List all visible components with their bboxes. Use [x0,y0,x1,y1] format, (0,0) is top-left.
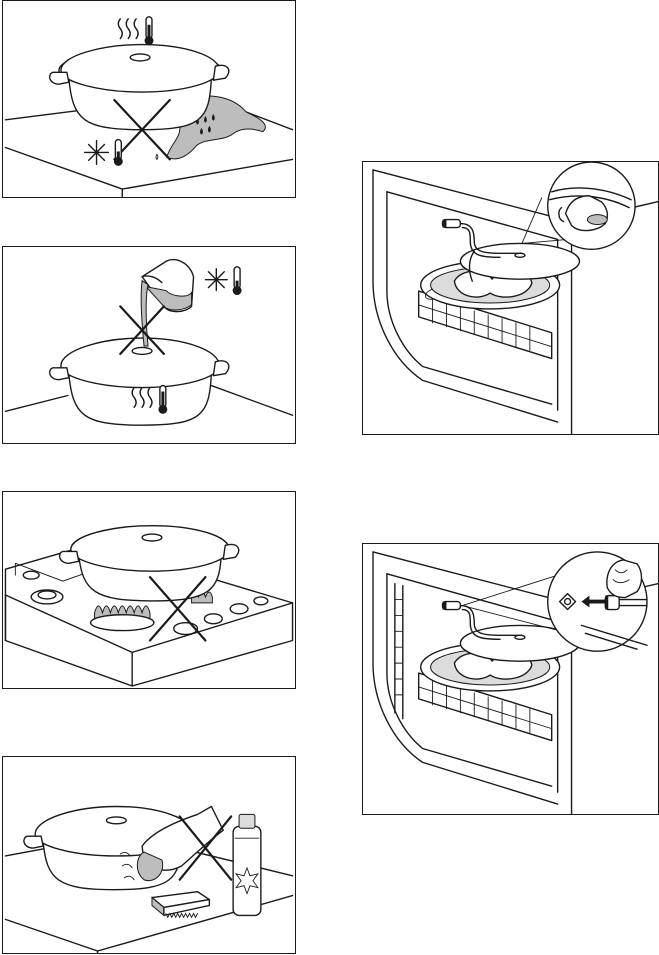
spray-can-icon [233,814,261,915]
thermometer-icon [145,17,154,45]
attach-meat-probe-drawing [363,162,658,434]
heat-waves-icon [118,19,138,39]
dish-on-gas-hob-drawing [3,492,295,688]
casserole-dish [50,45,229,130]
plug-probe-socket-drawing [363,544,658,814]
illustration-attach-meat-probe [362,161,659,435]
illustration-plug-probe-socket [362,543,659,815]
snowflake-icon [85,141,109,165]
thermometer-icon [158,386,167,414]
illustration-hot-dish-cold-surface [2,0,296,198]
snowflake-icon [205,269,227,291]
thermometer-icon [114,140,123,166]
shelf-runners [395,584,403,719]
magnifier-icon [522,162,635,249]
scouring-pad-icon [152,892,209,918]
abrasive-cleaning-drawing [3,757,295,953]
thermometer-icon [233,267,242,295]
cold-liquid-hot-dish-drawing [3,247,295,443]
illustration-cold-liquid-hot-dish [2,246,296,444]
illustration-abrasive-cleaning [2,756,296,954]
casserole-dish [50,338,229,425]
hot-dish-cold-surface-drawing [3,1,295,197]
measuring-jug [141,260,193,346]
illustration-dish-on-gas-hob [2,491,296,689]
